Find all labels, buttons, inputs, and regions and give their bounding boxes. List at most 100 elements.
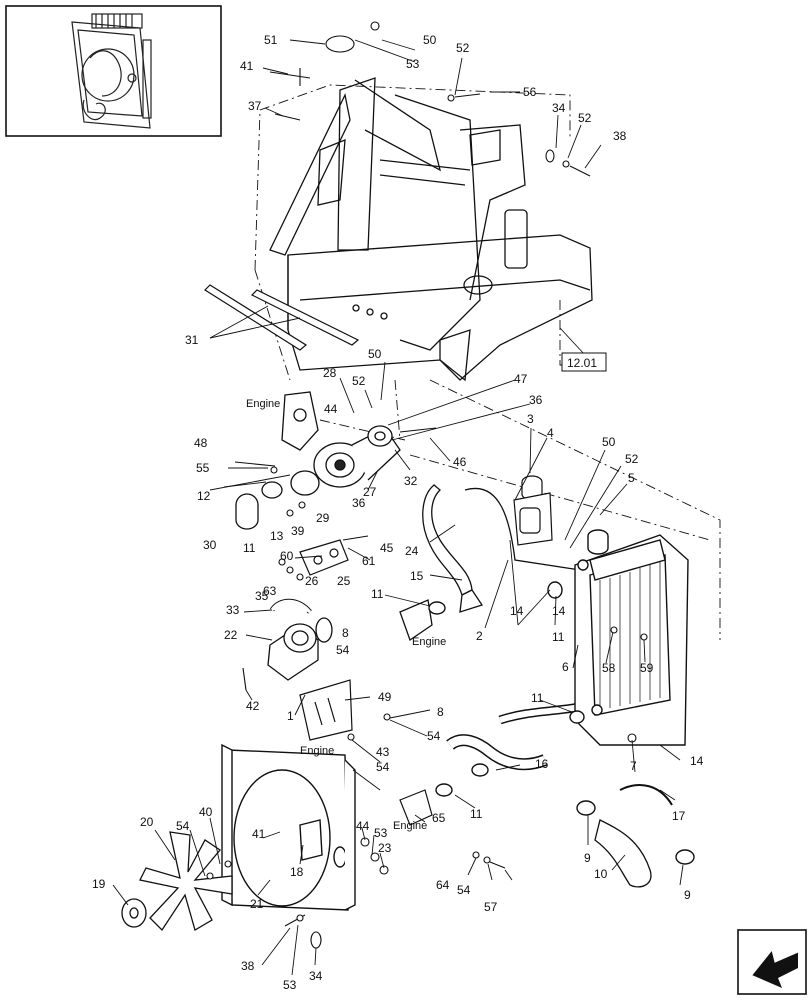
callout: 51	[264, 33, 278, 47]
callout: 18	[290, 865, 304, 879]
reference-box	[561, 352, 607, 372]
callout: 59	[640, 661, 654, 675]
callout: 11	[531, 691, 544, 705]
thumbnail-frame	[5, 5, 222, 137]
callout: 21	[250, 897, 264, 911]
callout: 52	[456, 41, 470, 55]
callout: 13	[270, 529, 284, 543]
callout: 54	[376, 760, 390, 774]
hardware-parts	[206, 21, 648, 949]
radiator-assembly	[574, 529, 689, 746]
callout: 36	[352, 496, 366, 510]
callout: 14	[510, 604, 524, 618]
callout: 64	[436, 878, 450, 892]
cab-frame-assembly	[269, 77, 593, 382]
callout: 28	[323, 366, 337, 380]
callout: 6	[562, 660, 569, 674]
callout: 42	[246, 699, 260, 713]
callout: 26	[305, 574, 319, 588]
callout: 45	[380, 541, 394, 555]
navigation-arrow-icon[interactable]	[737, 929, 807, 995]
callout: 44	[356, 819, 370, 833]
callout: 52	[578, 111, 592, 125]
callout: 31	[185, 333, 199, 347]
callout: 50	[602, 435, 616, 449]
pump-assembly	[267, 598, 333, 681]
thumbnail-radiator-icon	[71, 13, 152, 129]
fan-shroud	[221, 743, 356, 911]
callout: 46	[453, 455, 467, 469]
callout: 4	[547, 426, 554, 440]
leader-lines	[112, 39, 684, 976]
callout: 14	[690, 754, 704, 768]
callout: 52	[625, 452, 639, 466]
engine-label: Engine	[300, 745, 334, 757]
engine-label: Engine	[393, 820, 427, 832]
callout: 14	[552, 604, 566, 618]
callout: 55	[196, 461, 210, 475]
fan-spacer	[121, 898, 147, 928]
callout: 24	[405, 544, 419, 558]
callout: 65	[432, 811, 446, 825]
callout: 47	[514, 372, 528, 386]
callout: 22	[224, 628, 238, 642]
callout: 39	[291, 524, 305, 538]
callout: 54	[427, 729, 441, 743]
callout: 15	[410, 569, 424, 583]
engine-labels: Engine Engine Engine Engine	[246, 398, 446, 832]
callout: 37	[248, 99, 262, 113]
callout: 12.01	[567, 356, 597, 370]
callout: 36	[529, 393, 543, 407]
water-fitting	[399, 789, 433, 826]
callout: 8	[342, 626, 349, 640]
callout: 2	[476, 629, 483, 643]
callout: 19	[92, 877, 106, 891]
callout: 11	[470, 807, 483, 821]
callout: 30	[203, 538, 217, 552]
reservoir-bracket	[513, 475, 553, 546]
callout: 54	[336, 643, 350, 657]
callout: 8	[437, 705, 444, 719]
callout: 61	[362, 554, 376, 568]
callout: 38	[613, 129, 627, 143]
callout: 12	[197, 489, 211, 503]
bracket-assembly	[299, 539, 349, 576]
callout: 35	[255, 589, 269, 603]
callout: 10	[594, 867, 608, 881]
callout: 5	[628, 471, 635, 485]
callout: 52	[352, 374, 366, 388]
callout: 33	[226, 603, 240, 617]
engine-label: Engine	[412, 636, 446, 648]
callout: 34	[552, 101, 566, 115]
alternator-assembly	[235, 391, 401, 530]
callout: 53	[406, 57, 420, 71]
callout: 49	[378, 690, 392, 704]
callout: 11	[371, 587, 384, 601]
callout: 44	[324, 402, 338, 416]
callout: 50	[368, 347, 382, 361]
callout-labels: 51 50 41 53 52 5 6 37 34 52 38 31 12.01 5…	[92, 33, 704, 992]
callout: 27	[363, 485, 377, 499]
callout: 11	[552, 630, 565, 644]
callout: 53	[374, 826, 388, 840]
callout: 9	[684, 888, 691, 902]
callout: 25	[337, 574, 351, 588]
callout: 63	[263, 584, 277, 598]
callout: 41	[240, 59, 254, 73]
callout: 9	[584, 851, 591, 865]
callout: 43	[376, 745, 390, 759]
callout: 20	[140, 815, 154, 829]
callout: 53	[283, 978, 297, 992]
callout: 29	[316, 511, 330, 525]
callout: 40	[199, 805, 213, 819]
hose-clamps	[428, 581, 695, 865]
callout: 60	[280, 549, 294, 563]
callout: 23	[378, 841, 392, 855]
callout: 34	[309, 969, 323, 983]
callout: 58	[602, 661, 616, 675]
engine-label: Engine	[246, 398, 280, 410]
callout: 50	[423, 33, 437, 47]
callout: 54	[176, 819, 190, 833]
